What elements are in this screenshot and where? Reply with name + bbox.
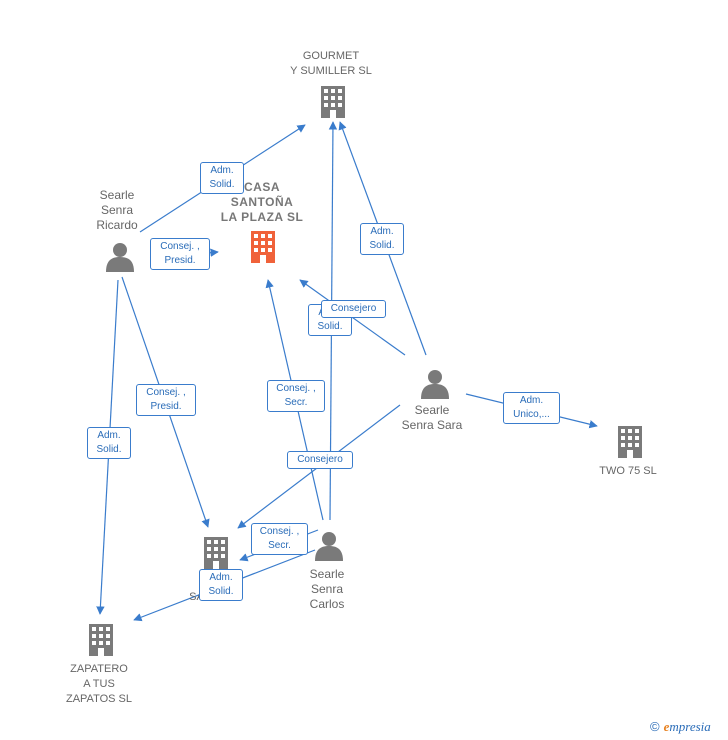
- node-label-sara[interactable]: Searle Senra Sara: [401, 403, 463, 432]
- edge-label-ricardo-casa: Consej. , Presid.: [150, 238, 210, 270]
- brand-first-letter: e: [663, 719, 670, 734]
- edge-label-ricardo-zapatero: Adm. Solid.: [87, 427, 131, 459]
- node-label-casa[interactable]: CASA SANTOÑA LA PLAZA SL: [220, 180, 304, 224]
- zapatero-building-icon[interactable]: [89, 624, 113, 656]
- empresia-logo[interactable]: ©empresia: [650, 719, 711, 735]
- carlos-person-icon[interactable]: [315, 532, 343, 561]
- node-label-zapatero[interactable]: ZAPATERO A TUS ZAPATOS SL: [65, 663, 133, 705]
- edge-label-sara-two75: Adm. Unico,...: [503, 392, 560, 424]
- gourmet-building-icon[interactable]: [321, 86, 345, 118]
- node-label-carlos[interactable]: Searle Senra Carlos: [309, 567, 345, 611]
- node-label-two75[interactable]: TWO 75 SL: [599, 465, 657, 477]
- edge-label-sara-santa: Consejero: [287, 451, 353, 469]
- ricardo-person-icon[interactable]: [106, 243, 134, 272]
- casa-building-icon[interactable]: [251, 231, 275, 263]
- edge-label-ricardo-gourmet: Adm. Solid.: [200, 162, 244, 194]
- brand-name: mpresia: [669, 719, 711, 734]
- node-label-gourmet[interactable]: GOURMET Y SUMILLER SL: [290, 50, 372, 77]
- edge-label-carlos-santa: Consej. , Secr.: [251, 523, 308, 555]
- two75-building-icon[interactable]: [618, 426, 642, 458]
- edge-label-carlos-zapatero: Adm. Solid.: [199, 569, 243, 601]
- edge-label-carlos-casa: Consej. , Secr.: [267, 380, 325, 412]
- sara-person-icon[interactable]: [421, 370, 449, 399]
- node-label-ricardo[interactable]: Searle Senra Ricardo: [96, 188, 138, 232]
- edge-label-sara-casa-consejero: Consejero: [321, 300, 386, 318]
- edge-label-ricardo-santa: Consej. , Presid.: [136, 384, 196, 416]
- edge-label-sara-gourmet: Adm. Solid.: [360, 223, 404, 255]
- copyright-icon: ©: [650, 719, 660, 734]
- santa-building-icon[interactable]: [204, 537, 228, 569]
